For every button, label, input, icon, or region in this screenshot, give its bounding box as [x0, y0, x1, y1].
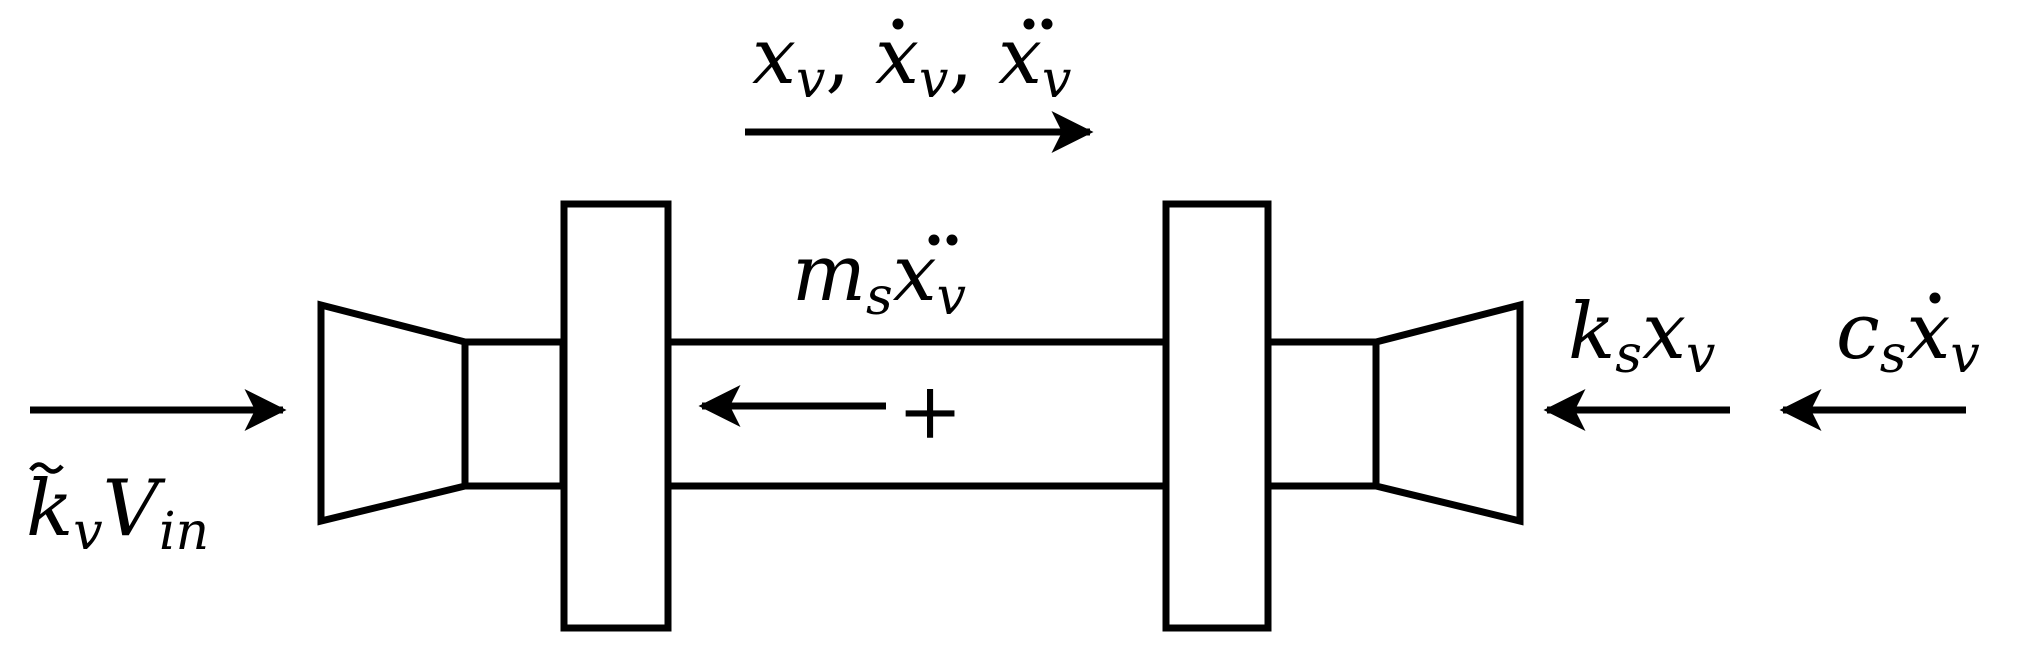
- left-cone: [317, 300, 469, 526]
- svg-text:ksxv: ksxv: [1568, 287, 1715, 385]
- right-neck: [1264, 338, 1380, 490]
- left-land: [560, 200, 672, 632]
- svg-text:xv, xv, xv: xv, xv, xv: [752, 12, 1071, 110]
- damping-force-label: csxv: [1836, 287, 1980, 385]
- svg-text:msxv: msxv: [792, 229, 966, 327]
- velocity-dot: [892, 18, 904, 30]
- inertial-dot-1: [928, 234, 940, 246]
- spring-force-label: ksxv: [1568, 287, 1715, 385]
- tilde-mark: [29, 462, 64, 474]
- left-neck: [461, 338, 567, 490]
- motion-label: xv, xv, xv: [752, 12, 1071, 110]
- plus-sign: +: [897, 367, 962, 457]
- right-land: [1162, 200, 1272, 632]
- damping-dot: [1929, 292, 1941, 304]
- acceleration-dot-2: [1041, 18, 1053, 30]
- svg-text:kvVin: kvVin: [26, 464, 209, 562]
- inertial-dot-2: [946, 234, 958, 246]
- acceleration-dot-1: [1023, 18, 1035, 30]
- drive-force-label: kvVin: [26, 462, 209, 562]
- spool-body: [317, 200, 1524, 632]
- right-cone: [1372, 300, 1524, 526]
- svg-text:csxv: csxv: [1836, 287, 1980, 385]
- inertial-force-label: msxv: [792, 229, 966, 327]
